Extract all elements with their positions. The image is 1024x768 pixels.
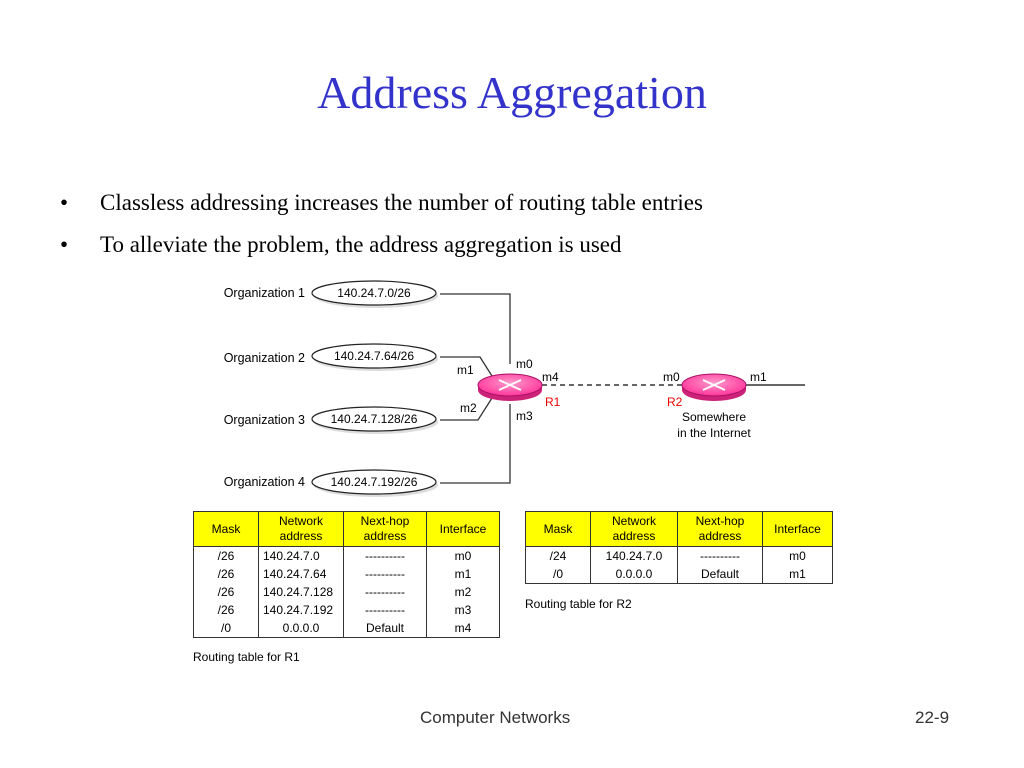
- header-interface: Interface: [762, 511, 833, 547]
- cell-nexthop: ----------: [343, 565, 427, 583]
- cell-network: 0.0.0.0: [258, 619, 344, 638]
- cell-interface: m4: [426, 619, 500, 638]
- org-1-label: Organization 1: [224, 286, 305, 300]
- org-2-block: 140.24.7.64/26: [334, 349, 414, 363]
- table-header-row: Mask Network address Next-hop address In…: [525, 511, 833, 547]
- bullet-item: • To alleviate the problem, the address a…: [60, 228, 703, 270]
- org-2: 140.24.7.64/26 Organization 2: [224, 343, 438, 371]
- footer-page-number: 22-9: [915, 708, 950, 727]
- slide-title: Address Aggregation: [317, 67, 707, 118]
- cell-interface: m2: [426, 583, 500, 601]
- cell-mask: /26: [193, 583, 259, 601]
- bullet-marker: •: [60, 190, 69, 215]
- r2-port-m1: m1: [750, 370, 767, 384]
- routing-table-r1: Mask Network address Next-hop address In…: [193, 511, 500, 638]
- header-mask: Mask: [193, 511, 259, 547]
- cell-nexthop: ----------: [343, 546, 427, 565]
- routing-table-r2-caption: Routing table for R2: [525, 597, 632, 611]
- r2-location-line2: in the Internet: [677, 426, 751, 440]
- router-r1: R1 m0 m1 m2 m3 m4: [457, 357, 561, 423]
- org-3-block: 140.24.7.128/26: [331, 412, 418, 426]
- org-3-label: Organization 3: [224, 413, 305, 427]
- org-links: [440, 293, 511, 484]
- header-network: Network address: [258, 511, 344, 547]
- bullet-item: • Classless addressing increases the numb…: [60, 186, 703, 228]
- table-row: /26 140.24.7.64 ---------- m1: [193, 565, 500, 583]
- r2-location-line1: Somewhere: [682, 410, 746, 424]
- router-r1-label: R1: [545, 395, 561, 409]
- org-4-block: 140.24.7.192/26: [331, 475, 418, 489]
- cell-interface: m3: [426, 601, 500, 619]
- cell-network: 140.24.7.0: [590, 546, 678, 565]
- cell-mask: /24: [525, 546, 591, 565]
- table-row: /26 140.24.7.128 ---------- m2: [193, 583, 500, 601]
- org-3: 140.24.7.128/26 Organization 3: [224, 406, 438, 434]
- header-interface: Interface: [426, 511, 500, 547]
- cell-interface: m0: [426, 546, 500, 565]
- link-org1: [440, 293, 511, 364]
- cell-interface: m0: [762, 546, 833, 565]
- org-4-label: Organization 4: [224, 475, 305, 489]
- cell-interface: m1: [426, 565, 500, 583]
- r1-port-m4: m4: [542, 370, 559, 384]
- cell-mask: /0: [525, 565, 591, 584]
- bullet-text: Classless addressing increases the numbe…: [100, 190, 703, 215]
- cell-nexthop: ----------: [343, 583, 427, 601]
- footer-course: Computer Networks: [420, 708, 571, 727]
- router-r2-label: R2: [667, 395, 683, 409]
- header-mask: Mask: [525, 511, 591, 547]
- table-row: /26 140.24.7.192 ---------- m3: [193, 601, 500, 619]
- org-4: 140.24.7.192/26 Organization 4: [224, 469, 438, 497]
- router-r2: R2 m0 m1 Somewhere in the Internet: [663, 370, 767, 440]
- cell-mask: /26: [193, 565, 259, 583]
- network-diagram: 140.24.7.0/26 Organization 1 140.24.7.64…: [224, 280, 805, 497]
- table-row: /24 140.24.7.0 ---------- m0: [525, 546, 833, 565]
- bullet-text: To alleviate the problem, the address ag…: [100, 232, 622, 257]
- r1-port-m2: m2: [460, 401, 477, 415]
- cell-nexthop: Default: [677, 565, 763, 584]
- cell-network: 140.24.7.192: [258, 601, 344, 619]
- cell-mask: /26: [193, 601, 259, 619]
- cell-mask: /0: [193, 619, 259, 638]
- bullet-marker: •: [60, 232, 69, 257]
- cell-network: 140.24.7.128: [258, 583, 344, 601]
- router-r1-icon: [498, 379, 522, 391]
- router-r2-icon: [702, 379, 726, 391]
- cell-nexthop: Default: [343, 619, 427, 638]
- cell-network: 140.24.7.64: [258, 565, 344, 583]
- table-row: /0 0.0.0.0 Default m4: [193, 619, 500, 638]
- link-org4: [440, 404, 511, 484]
- cell-nexthop: ----------: [343, 601, 427, 619]
- cell-network: 0.0.0.0: [590, 565, 678, 584]
- r1-port-m3: m3: [516, 409, 533, 423]
- cell-nexthop: ----------: [677, 546, 763, 565]
- cell-interface: m1: [762, 565, 833, 584]
- org-1-block: 140.24.7.0/26: [337, 286, 411, 300]
- header-nexthop: Next-hop address: [343, 511, 427, 547]
- org-2-label: Organization 2: [224, 351, 305, 365]
- header-network: Network address: [590, 511, 678, 547]
- cell-mask: /26: [193, 546, 259, 565]
- org-1: 140.24.7.0/26 Organization 1: [224, 280, 438, 308]
- routing-table-r1-caption: Routing table for R1: [193, 650, 300, 664]
- routing-table-r2: Mask Network address Next-hop address In…: [525, 511, 833, 584]
- link-org2: [440, 356, 493, 377]
- table-row: /0 0.0.0.0 Default m1: [525, 565, 833, 584]
- table-header-row: Mask Network address Next-hop address In…: [193, 511, 500, 547]
- link-org3: [440, 397, 493, 421]
- r2-port-m0: m0: [663, 370, 680, 384]
- bullet-list: • Classless addressing increases the numb…: [60, 186, 703, 270]
- r1-port-m0: m0: [516, 357, 533, 371]
- r1-port-m1: m1: [457, 363, 474, 377]
- header-nexthop: Next-hop address: [677, 511, 763, 547]
- cell-network: 140.24.7.0: [258, 546, 344, 565]
- table-row: /26 140.24.7.0 ---------- m0: [193, 546, 500, 565]
